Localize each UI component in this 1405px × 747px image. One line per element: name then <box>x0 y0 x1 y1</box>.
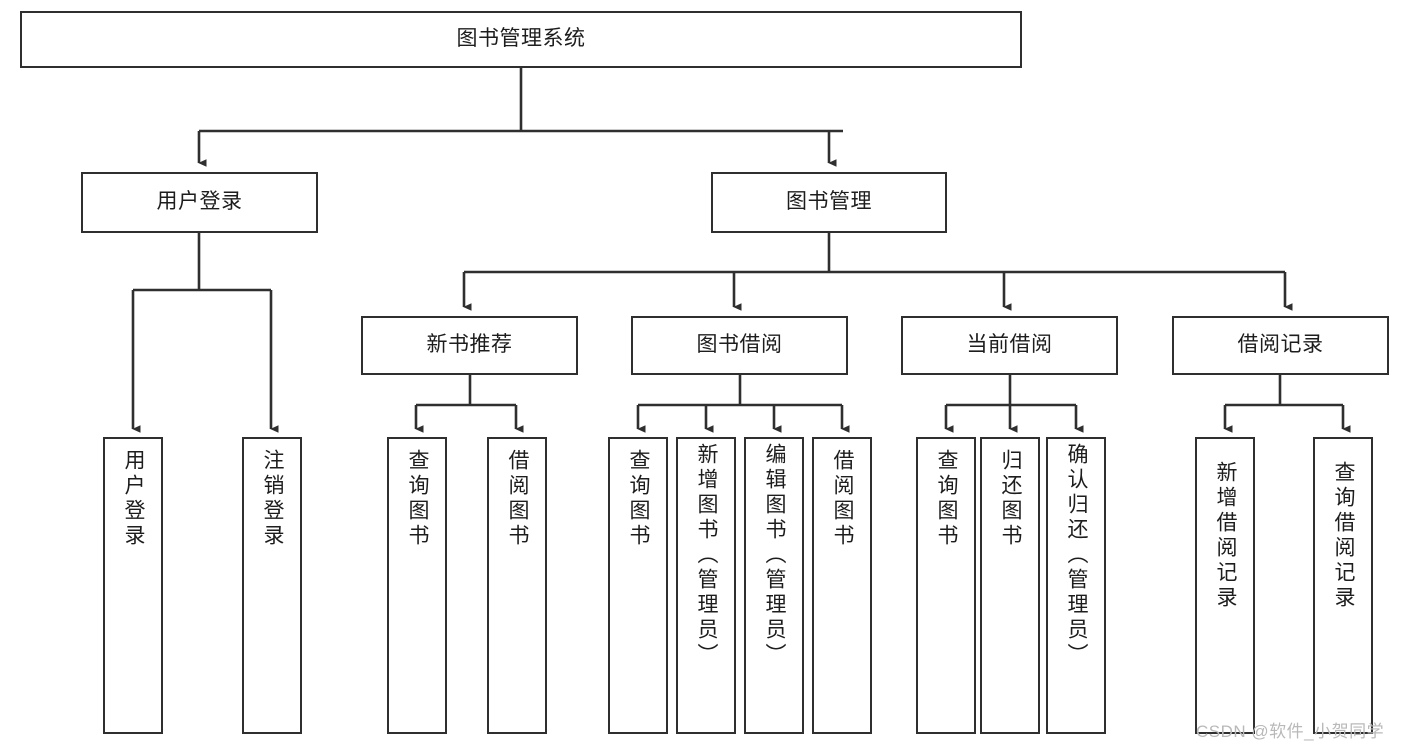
node-book-borrow[interactable]: 图书借阅 <box>631 316 848 375</box>
node-book-manage[interactable]: 图书管理 <box>711 172 947 233</box>
node-leaf-borrow-borrow-book[interactable]: 借阅图书 <box>812 437 872 734</box>
node-leaf-borrow-edit-book[interactable]: 编辑图书（管理员） <box>744 437 804 734</box>
node-leaf-user-logout-label: 注销登录 <box>261 449 285 549</box>
node-leaf-rec-query-book[interactable]: 查询图书 <box>387 437 447 734</box>
node-leaf-record-query[interactable]: 查询借阅记录 <box>1313 437 1373 734</box>
node-root-label: 图书管理系统 <box>456 27 586 51</box>
csdn-watermark: CSDN @软件_小贺同学 <box>1196 717 1384 742</box>
node-leaf-rec-query-book-label: 查询图书 <box>406 449 430 549</box>
node-user-login[interactable]: 用户登录 <box>81 172 318 233</box>
node-leaf-current-query-book[interactable]: 查询图书 <box>916 437 976 734</box>
node-leaf-borrow-query-book[interactable]: 查询图书 <box>608 437 668 734</box>
node-leaf-user-login[interactable]: 用户登录 <box>103 437 163 734</box>
node-book-manage-label: 图书管理 <box>786 190 872 214</box>
node-leaf-record-add[interactable]: 新增借阅记录 <box>1195 437 1255 734</box>
node-leaf-record-add-label: 新增借阅记录 <box>1214 461 1238 611</box>
node-user-login-label: 用户登录 <box>156 190 243 214</box>
node-leaf-current-confirm-return-label: 确认归还（管理员） <box>1065 443 1089 668</box>
node-leaf-current-return-book[interactable]: 归还图书 <box>980 437 1040 734</box>
node-leaf-borrow-query-book-label: 查询图书 <box>627 449 651 549</box>
node-leaf-borrow-borrow-book-label: 借阅图书 <box>831 449 855 549</box>
node-new-book-recommend-label: 新书推荐 <box>426 333 513 357</box>
node-new-book-recommend[interactable]: 新书推荐 <box>361 316 578 375</box>
node-leaf-borrow-add-book[interactable]: 新增图书（管理员） <box>676 437 736 734</box>
node-leaf-borrow-add-book-label: 新增图书（管理员） <box>695 443 719 668</box>
node-leaf-current-query-book-label: 查询图书 <box>935 449 959 549</box>
node-leaf-borrow-edit-book-label: 编辑图书（管理员） <box>763 443 787 668</box>
node-book-borrow-label: 图书借阅 <box>696 333 783 357</box>
node-leaf-record-query-label: 查询借阅记录 <box>1332 461 1356 611</box>
node-leaf-rec-borrow-book-label: 借阅图书 <box>506 449 530 549</box>
node-borrow-record-label: 借阅记录 <box>1237 333 1324 357</box>
node-current-borrow[interactable]: 当前借阅 <box>901 316 1118 375</box>
node-current-borrow-label: 当前借阅 <box>966 333 1053 357</box>
node-leaf-user-login-label: 用户登录 <box>122 449 146 549</box>
node-leaf-current-return-book-label: 归还图书 <box>999 449 1023 549</box>
node-leaf-user-logout[interactable]: 注销登录 <box>242 437 302 734</box>
node-leaf-current-confirm-return[interactable]: 确认归还（管理员） <box>1046 437 1106 734</box>
node-borrow-record[interactable]: 借阅记录 <box>1172 316 1389 375</box>
csdn-watermark-text: CSDN @软件_小贺同学 <box>1196 722 1385 741</box>
node-root[interactable]: 图书管理系统 <box>20 11 1022 68</box>
node-leaf-rec-borrow-book[interactable]: 借阅图书 <box>487 437 547 734</box>
